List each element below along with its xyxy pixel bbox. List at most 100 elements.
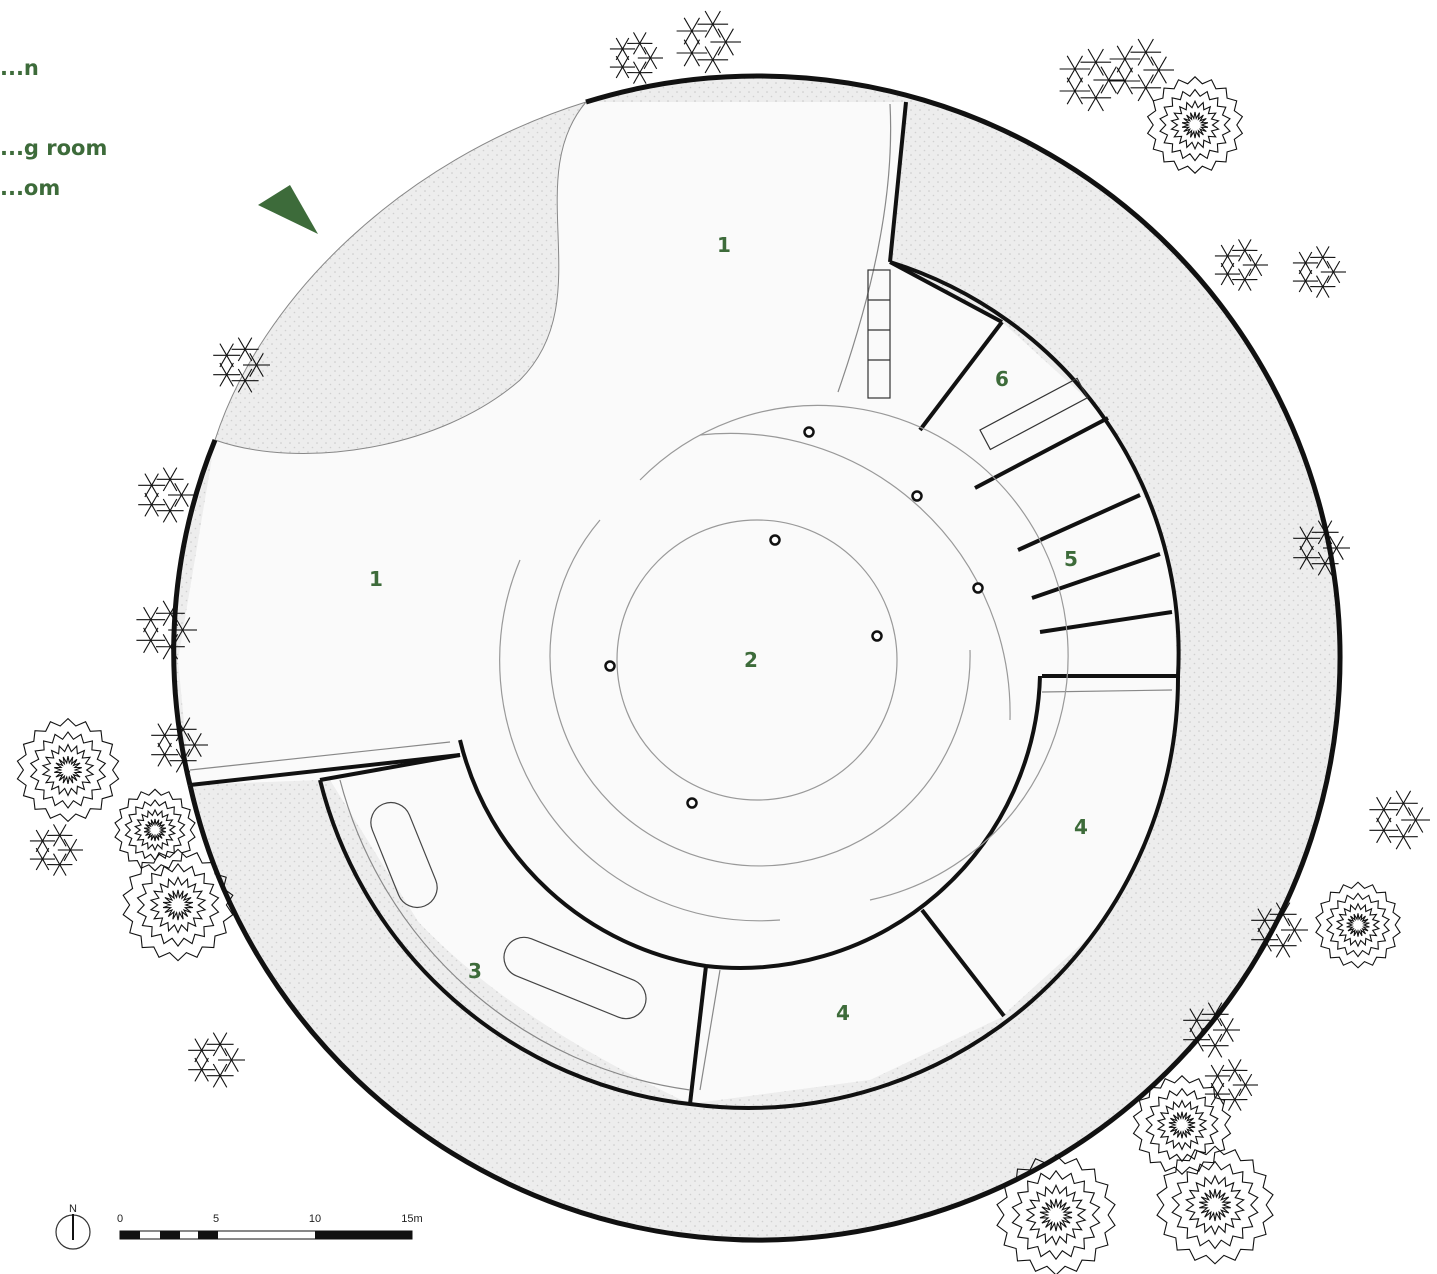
shrub-icon [256,364,264,377]
shrub-icon [1217,1075,1225,1088]
shrub-icon [615,66,624,79]
shrub-icon [1395,802,1404,816]
shrub-icon [1275,933,1284,946]
shrub-icon [1254,264,1263,277]
shrub-icon [1282,914,1291,927]
shrub-icon [1264,920,1272,933]
shrub-icon [1189,1008,1198,1021]
shrub-icon [181,494,189,507]
shrub-icon [169,600,179,614]
room-label-5: 5 [1064,547,1078,571]
shrub-icon [187,733,195,746]
shrub-icon [1100,66,1110,81]
shrub-icon [1238,250,1246,262]
shrub-icon [201,1050,209,1063]
tree-canopy-icon [1159,88,1231,162]
shrub-icon [59,835,67,847]
shrub-icon [1145,38,1154,53]
shrub-icon [1282,933,1291,946]
shrub-icon [169,510,178,523]
room-label-4-south: 4 [836,1001,850,1025]
shrub-icon [1248,264,1256,277]
tree-canopy-icon [1146,76,1244,174]
shrub-icon [1220,244,1229,257]
shrub-icon [1324,551,1333,564]
shrub-icon [42,858,50,871]
tree-canopy-icon [1011,1169,1101,1261]
shrub-icon [1238,239,1246,251]
shrub-icon [1210,1075,1219,1088]
shrub-icon [1228,1099,1236,1111]
shrub-icon [1298,262,1307,275]
shrub-icon [1207,1033,1216,1046]
shrub-icon [1322,275,1330,287]
shrub-icon [643,46,651,59]
shrub-icon [1189,1020,1198,1033]
shrub-icon [182,617,191,631]
shrub-icon [1383,796,1392,810]
tree-canopy-icon [162,889,194,921]
shrub-icon [633,72,641,84]
shrub-icon [219,1075,228,1088]
shrub-icon [1299,557,1308,570]
shrub-icon [639,61,647,73]
shrub-icon [1228,1088,1236,1100]
shrub-icon [1376,809,1385,823]
room-label-2: 2 [744,648,758,672]
tree-canopy-icon [29,731,107,809]
shrub-icon [244,349,253,362]
shrub-icon [1287,918,1295,931]
room-label-6: 6 [995,367,1009,391]
shrub-icon [1329,547,1337,560]
shrub-icon [1324,563,1333,576]
shrub-icon [1238,1084,1246,1097]
shrub-icon [164,735,172,748]
shrub-icon [175,729,184,742]
shrub-icon [1298,280,1307,293]
shrub-icon [174,629,184,643]
north-arrow-icon: N [55,1203,91,1250]
pool-fixtures [370,801,647,1020]
shrub-icon [1329,536,1337,549]
shrub-icon [1150,69,1160,84]
shrub-icon [1275,945,1284,958]
shrub-icon [1124,58,1133,73]
shrub-icon [1275,902,1284,915]
shrub-icon [1376,796,1385,810]
shrub-icon [725,28,734,43]
shrub-icon [1326,260,1334,273]
shrub-icon [1066,90,1076,105]
shrub-icon [224,1059,232,1072]
shrub-icon [1234,1099,1242,1111]
shrub-icon [1294,929,1302,942]
shrub-icon [1317,520,1326,533]
shrub-icon [226,355,234,368]
shrub-icon [1234,1088,1242,1100]
shrub-icon [704,46,714,61]
shrub-icon [1395,836,1404,850]
shrub-icon [1257,939,1266,952]
shrub-icon [1415,807,1424,821]
shrub-icon [1244,239,1252,251]
shrub-icon [1087,48,1097,63]
tree-canopy-icon [143,818,167,842]
shrub-icon [42,829,50,842]
shrub-icon [704,59,714,74]
shrub-icon [175,748,184,761]
shrub-icon [1214,1014,1223,1027]
shrub-icon [1402,790,1412,804]
shrub-icon [219,1063,228,1076]
shrub-icon [1217,1064,1225,1077]
shrub-icon [1124,45,1133,60]
shrub-icon [1316,246,1324,258]
shrub-icon [712,46,721,61]
shrub-icon [1124,80,1133,95]
shrub-icon [1227,255,1235,268]
tree-canopy-icon [1326,892,1390,958]
shrub-icon [1306,526,1314,539]
shrub-icon [194,1050,203,1063]
tree-canopy-icon [136,862,220,948]
shrub-icon [1332,271,1341,284]
tree-canopy-icon [1168,1111,1196,1139]
shrub-icon [1108,79,1117,94]
